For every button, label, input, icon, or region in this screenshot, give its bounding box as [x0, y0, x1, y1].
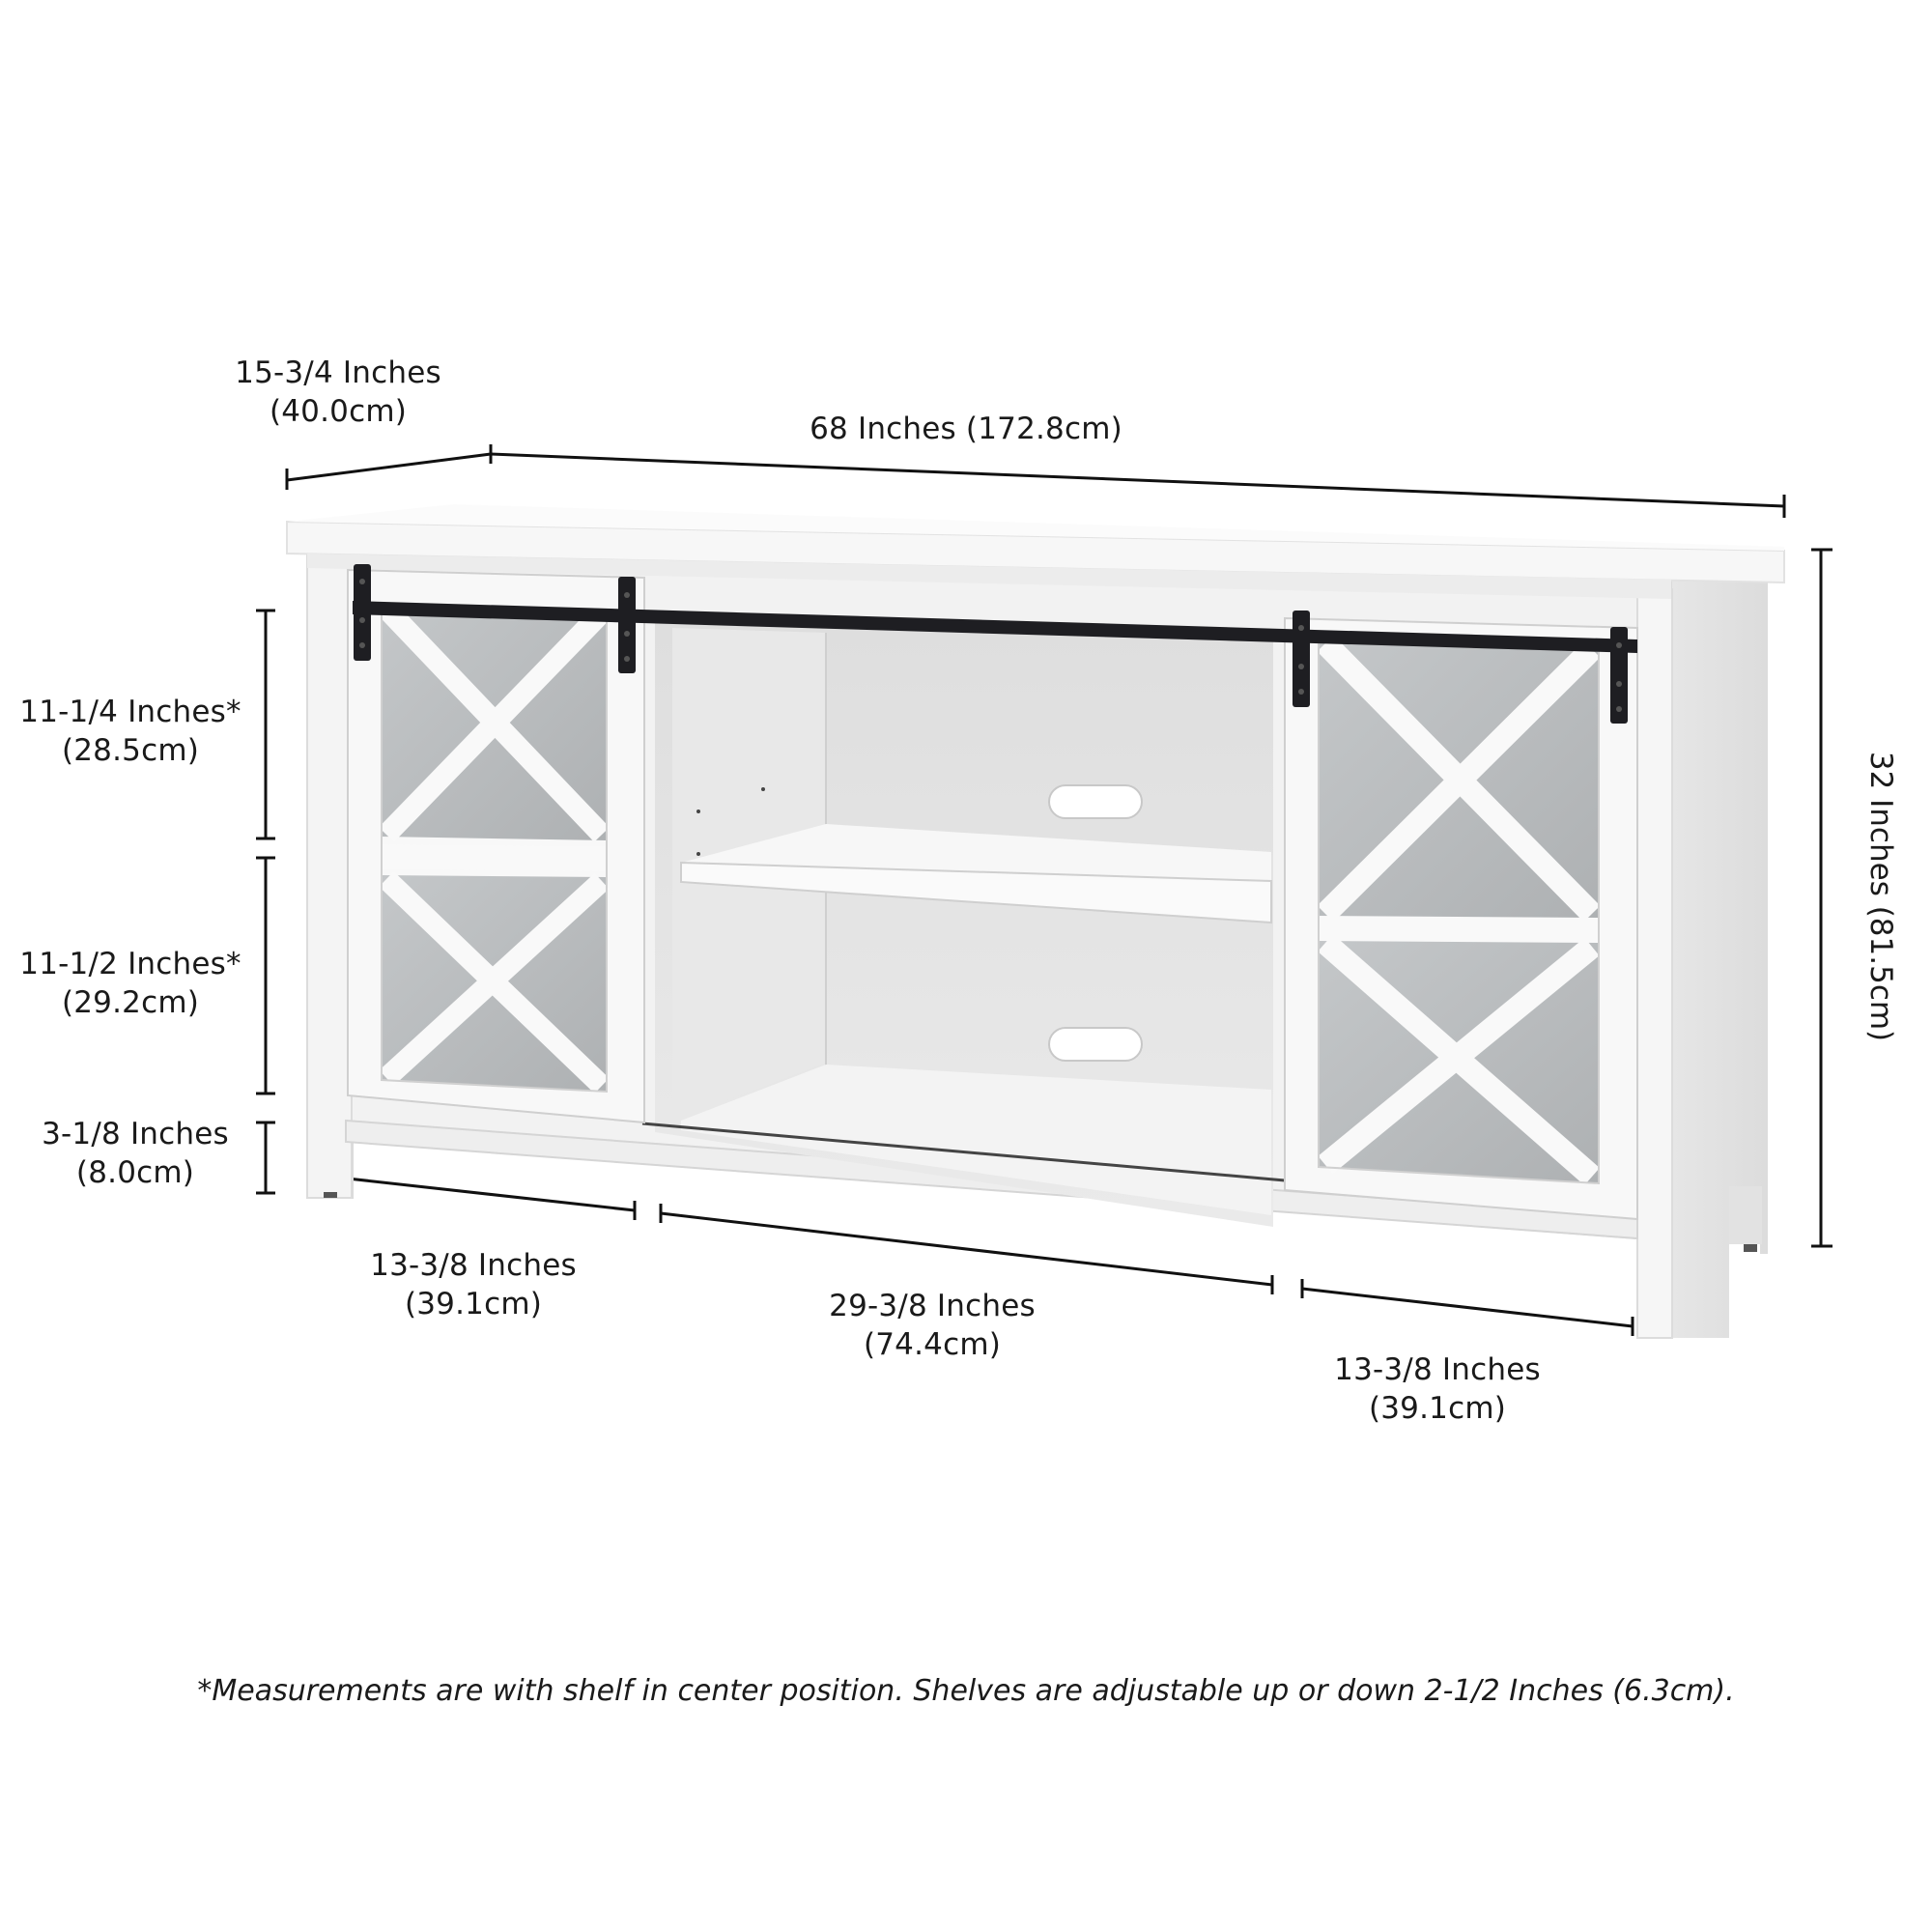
center-opening-dimension-line: [660, 1211, 1273, 1287]
left-sliding-door[interactable]: [347, 568, 645, 1124]
cable-hole-upper: [1048, 784, 1143, 819]
right-cabinet-cm: (39.1cm): [1368, 1391, 1507, 1426]
depth-inches: 15-3/4 Inches: [235, 355, 441, 390]
right-cabinet-label: 13-3/8 Inches (39.1cm): [1293, 1350, 1582, 1428]
lower-shelf-inches: 11-1/2 Inches*: [19, 947, 242, 981]
height-text: 32 Inches (81.5cm): [1863, 751, 1898, 1042]
leg-clearance-cm: (8.0cm): [75, 1155, 195, 1190]
upper-shelf-label: 11-1/4 Inches* (28.5cm): [0, 693, 261, 770]
dimension-lines: [256, 444, 1833, 1336]
right-sliding-door[interactable]: [1284, 616, 1638, 1221]
height-label: 32 Inches (81.5cm): [1863, 737, 1898, 1056]
left-cabinet-inches: 13-3/8 Inches: [370, 1248, 577, 1283]
footnote: *Measurements are with shelf in center p…: [197, 1674, 1735, 1708]
right-cabinet-dimension-line: [1301, 1287, 1634, 1328]
center-opening-inches: 29-3/8 Inches: [829, 1289, 1036, 1323]
center-opening-cm: (74.4cm): [863, 1327, 1002, 1362]
width-dimension-line: [490, 452, 1785, 508]
center-opening-label: 29-3/8 Inches (74.4cm): [787, 1287, 1077, 1364]
hanger-2: [618, 577, 636, 673]
side-panel: [1671, 578, 1768, 1338]
right-leg: [1636, 588, 1673, 1339]
left-cabinet-label: 13-3/8 Inches (39.1cm): [328, 1246, 618, 1323]
left-cabinet-cm: (39.1cm): [404, 1287, 543, 1321]
leg-clearance-label: 3-1/8 Inches (8.0cm): [10, 1115, 261, 1192]
tv-stand: [286, 504, 1785, 1340]
lower-shelf-cm: (29.2cm): [61, 985, 200, 1020]
door-hangers: [354, 564, 1628, 724]
left-cabinet-dimension-line: [347, 1177, 636, 1212]
hanger-1: [354, 564, 371, 661]
adjustable-shelf: [680, 861, 1272, 924]
cable-hole-lower: [1048, 1027, 1143, 1062]
hanger-3: [1293, 611, 1310, 707]
hanger-4: [1610, 627, 1628, 724]
left-leg: [306, 554, 353, 1199]
lower-shelf-label: 11-1/2 Inches* (29.2cm): [0, 945, 261, 1022]
upper-shelf-cm: (28.5cm): [61, 733, 200, 768]
depth-label: 15-3/4 Inches (40.0cm): [193, 354, 483, 431]
width-label: 68 Inches (172.8cm): [773, 410, 1159, 448]
depth-cm: (40.0cm): [269, 394, 408, 429]
width-text: 68 Inches (172.8cm): [810, 412, 1122, 446]
barn-door-rail: [353, 601, 1637, 653]
upper-shelf-inches: 11-1/4 Inches*: [19, 695, 242, 729]
depth-dimension-line: [286, 452, 492, 482]
right-cabinet-inches: 13-3/8 Inches: [1334, 1352, 1541, 1387]
leg-clearance-inches: 3-1/8 Inches: [42, 1117, 229, 1151]
